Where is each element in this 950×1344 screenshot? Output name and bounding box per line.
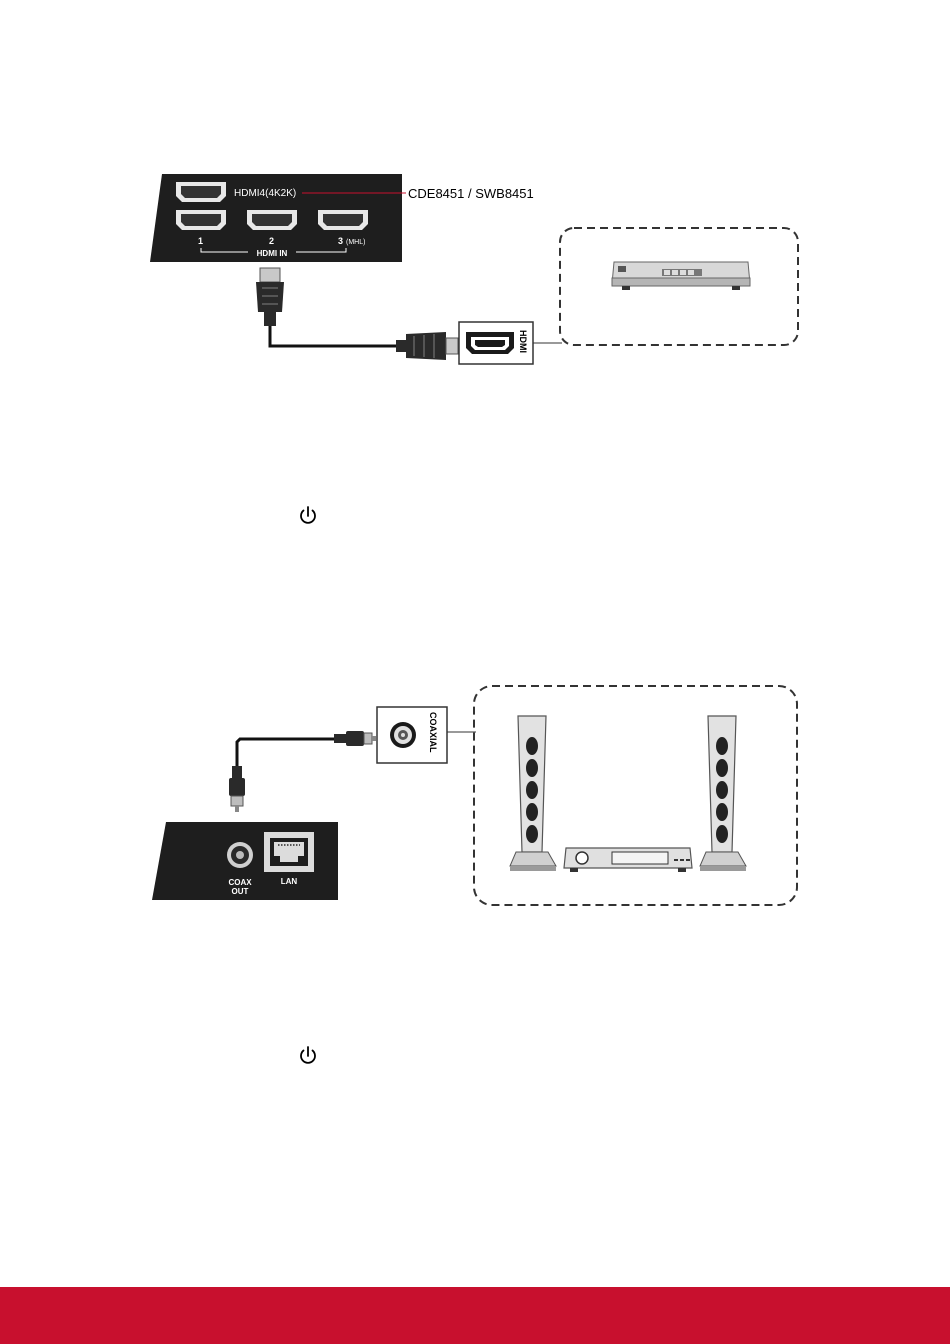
hdmi-port-2: [247, 210, 297, 230]
device-coaxial-label: COAXIAL: [428, 712, 438, 753]
coax-connection-diagram: COAXIAL COAX OUT LAN: [0, 680, 950, 910]
hdmi-plug-horizontal: [396, 332, 458, 360]
hdmi-port-3: [318, 210, 368, 230]
av-receiver-icon: [564, 848, 692, 872]
hdmi-port-1: [176, 210, 226, 230]
hdmi-port-3-number: 3: [338, 236, 343, 246]
rca-plug-horizontal: [334, 731, 376, 746]
hdmi4-label: HDMI4(4K2K): [234, 188, 296, 199]
hdmi-port-2-number: 2: [269, 236, 274, 246]
model-callout-text: CDE8451 / SWB8451: [408, 186, 534, 201]
tv-coax-out-jack: [227, 842, 253, 868]
right-speaker-icon: [700, 716, 746, 871]
hdmi-port-1-number: 1: [198, 236, 203, 246]
coax-cable: [237, 739, 334, 770]
hdmi-cable: [270, 326, 398, 346]
media-player-icon: [612, 262, 750, 290]
tv-lan-port: [264, 832, 314, 872]
hdmi-port-3-note: (MHL): [346, 239, 365, 246]
rca-plug-vertical: [229, 766, 245, 812]
power-icon: [298, 1045, 318, 1067]
device-hdmi-port: [466, 332, 514, 354]
hdmi-in-label: HDMI IN: [257, 249, 288, 258]
device-coax-jack: [390, 722, 416, 748]
hdmi-connection-diagram: HDMI4(4K2K) CDE8451 / SWB8451 1 2 3 (MHL…: [0, 160, 950, 380]
out-label: OUT: [232, 887, 249, 896]
device-hdmi-label: HDMI: [518, 330, 528, 353]
hdmi-plug-vertical: [256, 268, 284, 326]
coax-label: COAX: [228, 878, 252, 887]
footer-bar: [0, 1287, 950, 1344]
hdmi-port-4: [176, 182, 226, 202]
lan-label: LAN: [281, 877, 298, 886]
power-icon: [298, 505, 318, 527]
left-speaker-icon: [510, 716, 556, 871]
